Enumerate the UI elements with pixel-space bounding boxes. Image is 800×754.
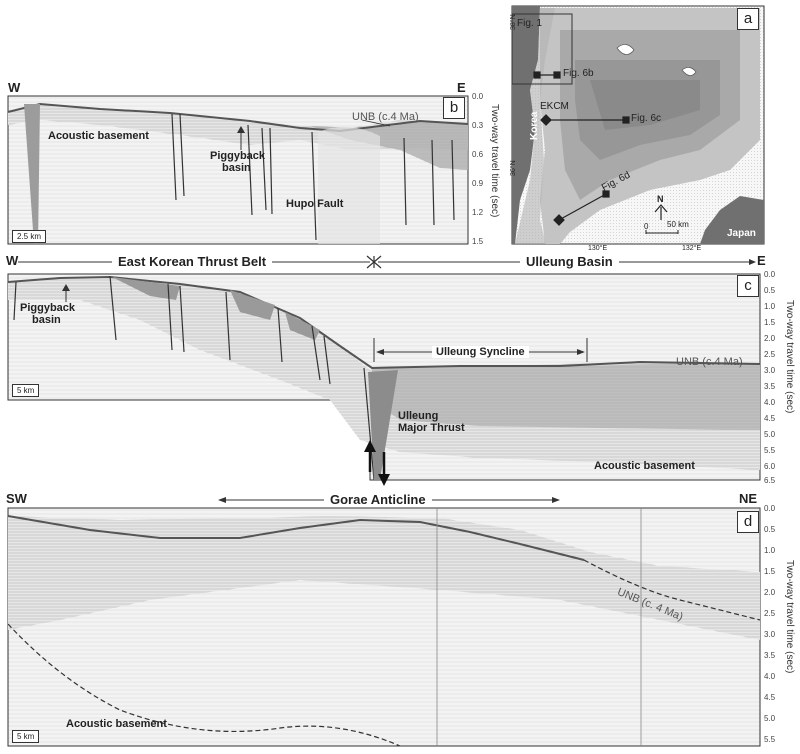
- panel-c-tick: 5.5: [764, 446, 776, 455]
- map-label-ekcm: EKCM: [540, 101, 569, 112]
- panel-b-east: E: [457, 80, 466, 95]
- panel-c-tick: 4.5: [764, 414, 776, 423]
- panel-c-piggyback-2: basin: [32, 314, 61, 326]
- panel-b-hupo-fault: Hupo Fault: [286, 198, 344, 210]
- map-label-fig1: Fig. 1: [517, 18, 543, 29]
- panel-c-piggyback-1: Piggyback: [20, 302, 76, 314]
- panel-b-unb-label: UNB (c.4 Ma): [352, 111, 419, 123]
- panel-d-tick: 3.5: [764, 651, 776, 660]
- panel-c-major-thrust-1: Ulleung: [398, 410, 439, 422]
- panel-c-major-thrust-2: Major Thrust: [398, 422, 465, 434]
- map-label-japan: Japan: [727, 228, 756, 239]
- panel-d-tick: 5.0: [764, 714, 776, 723]
- panel-c-syncline: Ulleung Syncline: [432, 346, 529, 358]
- panel-d-axis-title: Two-way travel time (sec): [784, 560, 795, 674]
- panel-d-tick: 0.0: [764, 504, 776, 513]
- panel-b-axis-title: Two-way travel time (sec): [489, 104, 500, 218]
- panel-d-anticline: Gorae Anticline: [324, 492, 432, 507]
- panel-c-unb-label: UNB (c.4 Ma): [676, 356, 743, 368]
- panel-c-tick: 0.0: [764, 270, 776, 279]
- map-lon-2: 132°E: [682, 245, 702, 252]
- panel-c-tick: 6.0: [764, 462, 776, 471]
- panel-d-east: NE: [739, 491, 758, 506]
- map-scale-label: 50 km: [667, 220, 689, 229]
- panel-d-acoustic-basement: Acoustic basement: [66, 718, 167, 730]
- panel-c-section: [7, 255, 761, 486]
- panel-b-tick: 0.6: [472, 150, 484, 159]
- panel-c-tick: 3.5: [764, 382, 776, 391]
- panel-a-letter: a: [737, 8, 759, 30]
- panel-b-piggyback-1: Piggyback: [210, 150, 266, 162]
- panel-d-tick: 2.0: [764, 588, 776, 597]
- panel-d-west: SW: [6, 491, 27, 506]
- panel-a-map: [511, 5, 765, 245]
- panel-c-tick: 6.5: [764, 476, 776, 485]
- map-lon-1: 130°E: [588, 245, 608, 252]
- panel-b-scale-bar: 2.5 km: [12, 230, 47, 243]
- map-lat-1: 38°N: [510, 14, 517, 30]
- panel-d-letter: d: [737, 511, 759, 533]
- panel-c-axis-title: Two-way travel time (sec): [784, 300, 795, 414]
- panel-c-east: E: [757, 253, 766, 268]
- panel-d-tick: 0.5: [764, 525, 776, 534]
- panel-d-tick: 3.0: [764, 630, 776, 639]
- panel-b-tick: 1.5: [472, 237, 484, 246]
- panel-b-letter: b: [443, 97, 465, 119]
- panel-d-section: [7, 497, 761, 747]
- panel-c-tick: 1.0: [764, 302, 776, 311]
- panel-c-tick: 2.5: [764, 350, 776, 359]
- map-label-fig6c: Fig. 6c: [631, 113, 662, 124]
- panel-c-ulleung-basin: Ulleung Basin: [520, 254, 619, 269]
- panel-c-west: W: [6, 253, 19, 268]
- panel-d-tick: 1.0: [764, 546, 776, 555]
- panel-c-letter: c: [737, 275, 759, 297]
- panel-c-tick: 2.0: [764, 334, 776, 343]
- panel-c-thrust-belt: East Korean Thrust Belt: [112, 254, 273, 269]
- panel-b-tick: 0.3: [472, 121, 484, 130]
- map-north-label: N: [657, 194, 664, 204]
- map-label-fig6b: Fig. 6b: [563, 68, 594, 79]
- panel-c-tick: 3.0: [764, 366, 776, 375]
- panel-b-section: [7, 95, 469, 245]
- panel-c-tick: 4.0: [764, 398, 776, 407]
- map-scale-zero: 0: [644, 222, 649, 231]
- panel-b-west: W: [8, 80, 21, 95]
- panel-b-acoustic-basement: Acoustic basement: [48, 130, 149, 142]
- panel-d-tick: 4.5: [764, 693, 776, 702]
- panel-b-tick: 0.0: [472, 92, 484, 101]
- panel-b-tick: 1.2: [472, 208, 484, 217]
- panel-c-tick: 0.5: [764, 286, 776, 295]
- panel-d-tick: 4.0: [764, 672, 776, 681]
- panel-b-piggyback-2: basin: [222, 162, 251, 174]
- panel-d-tick: 2.5: [764, 609, 776, 618]
- panel-c-tick: 5.0: [764, 430, 776, 439]
- panel-c-tick: 1.5: [764, 318, 776, 327]
- map-label-korea: Korea: [529, 111, 540, 140]
- panel-b-tick: 0.9: [472, 179, 484, 188]
- panel-d-scale-bar: 5 km: [12, 730, 40, 743]
- panel-d-tick: 5.5: [764, 735, 776, 744]
- panel-c-scale-bar: 5 km: [12, 384, 40, 397]
- panel-c-acoustic-basement: Acoustic basement: [594, 460, 695, 472]
- panel-d-tick: 1.5: [764, 567, 776, 576]
- map-lat-2: 36°N: [510, 160, 517, 176]
